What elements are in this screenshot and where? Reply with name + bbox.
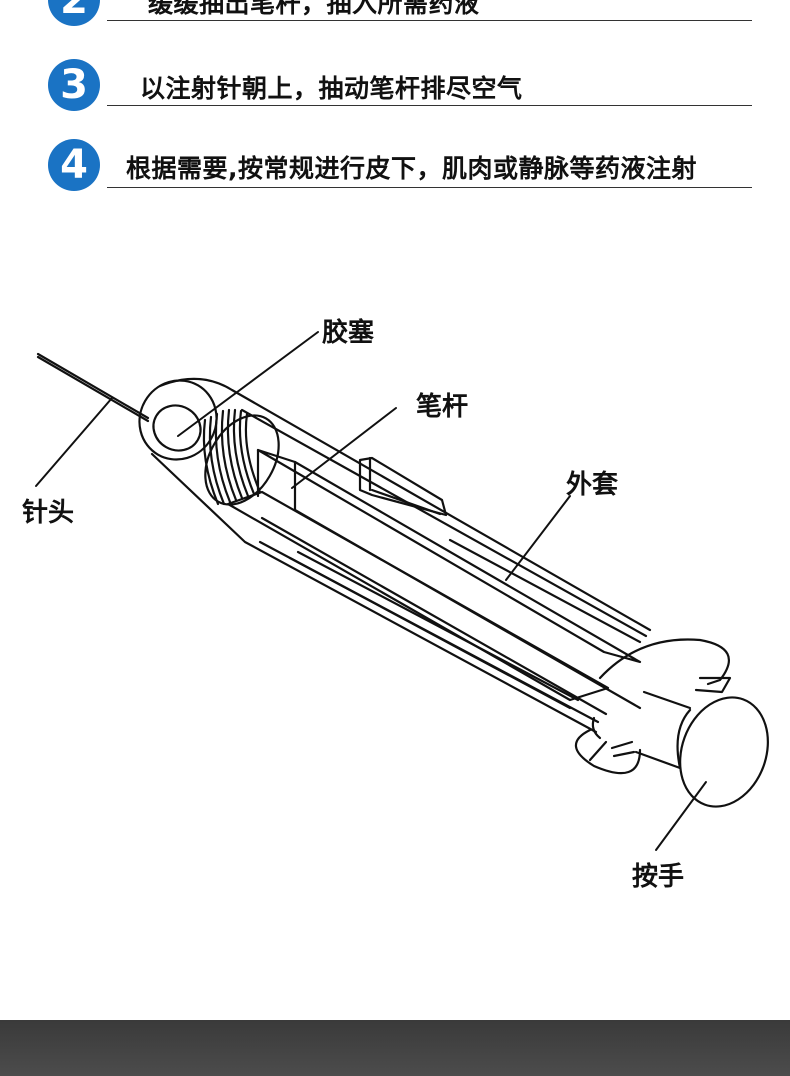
step-number-badge: 3	[48, 59, 100, 111]
needle-icon	[36, 352, 150, 423]
plunger-rod-icon	[226, 448, 642, 716]
label-plunger-rod: 笔杆	[416, 392, 469, 422]
thumb-press-icon	[634, 690, 769, 808]
label-thumb-press: 按手	[632, 862, 685, 892]
leader-lines	[35, 331, 707, 851]
step-4: 4 根据需要,按常规进行皮下，肌肉或静脉等药液注射	[0, 137, 790, 207]
step-2: 2 缓缓抽出笔杆，抽入所需药液	[0, 0, 790, 40]
syringe-illustration	[35, 331, 769, 851]
flange-icon	[574, 638, 732, 775]
footer-bar	[0, 1020, 790, 1076]
step-text: 以注射针朝上，抽动笔杆排尽空气	[140, 74, 523, 103]
barrel-inner-lines	[288, 538, 642, 710]
label-barrel: 外套	[566, 470, 619, 500]
label-needle: 针头	[22, 498, 75, 528]
divider	[107, 105, 752, 106]
step-number-badge: 4	[48, 139, 100, 191]
step-text: 根据需要,按常规进行皮下，肌肉或静脉等药液注射	[126, 154, 697, 183]
step-number-badge: 2	[48, 0, 100, 26]
label-stopper: 胶塞	[322, 318, 375, 348]
divider	[107, 20, 752, 21]
step-3: 3 以注射针朝上，抽动笔杆排尽空气	[0, 55, 790, 125]
divider	[107, 187, 752, 188]
stopper-icon	[152, 404, 280, 506]
step-text: 缓缓抽出笔杆，抽入所需药液	[148, 0, 480, 18]
